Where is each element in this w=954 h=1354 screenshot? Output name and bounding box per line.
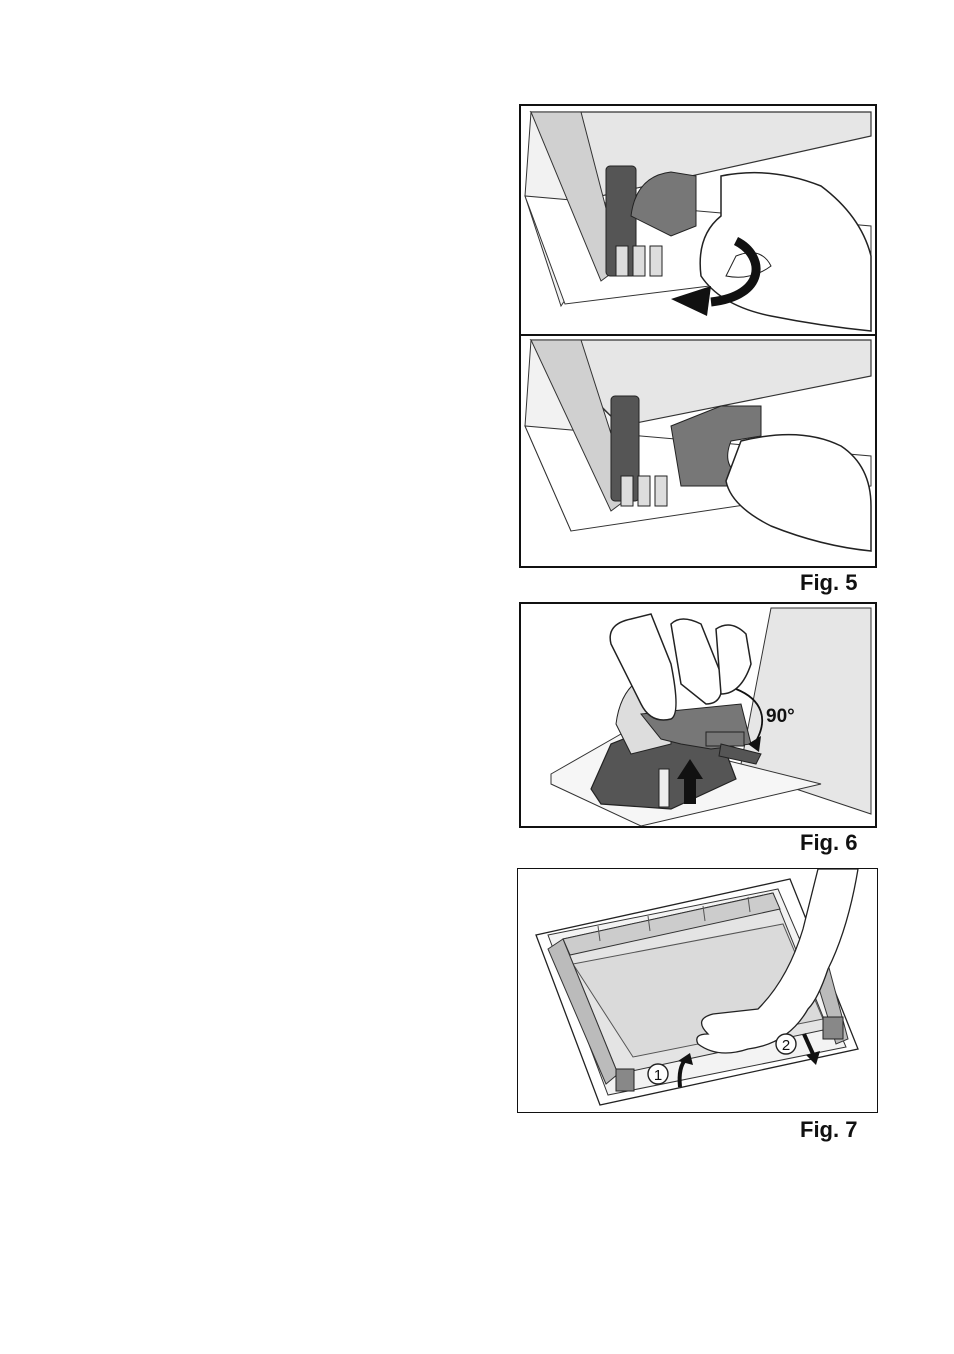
figure-7-illustration: 1 2 bbox=[518, 869, 877, 1112]
figure-6-illustration: 90° bbox=[521, 604, 875, 826]
angle-label: 90° bbox=[766, 706, 795, 727]
figure-5-caption: Fig. 5 bbox=[800, 570, 857, 596]
fig5-top-scene bbox=[525, 112, 871, 331]
figure-6-panel: 90° bbox=[519, 602, 877, 828]
figure-7-caption: Fig. 7 bbox=[800, 1117, 857, 1143]
step-2-label: 2 bbox=[782, 1037, 790, 1054]
figure-5-illustration bbox=[521, 106, 875, 566]
figure-5-panel bbox=[519, 104, 877, 568]
figure-6-caption: Fig. 6 bbox=[800, 830, 857, 856]
figure-7-panel: 1 2 bbox=[517, 868, 878, 1113]
fig5-bottom-scene bbox=[525, 340, 871, 551]
step-1-label: 1 bbox=[654, 1067, 662, 1084]
